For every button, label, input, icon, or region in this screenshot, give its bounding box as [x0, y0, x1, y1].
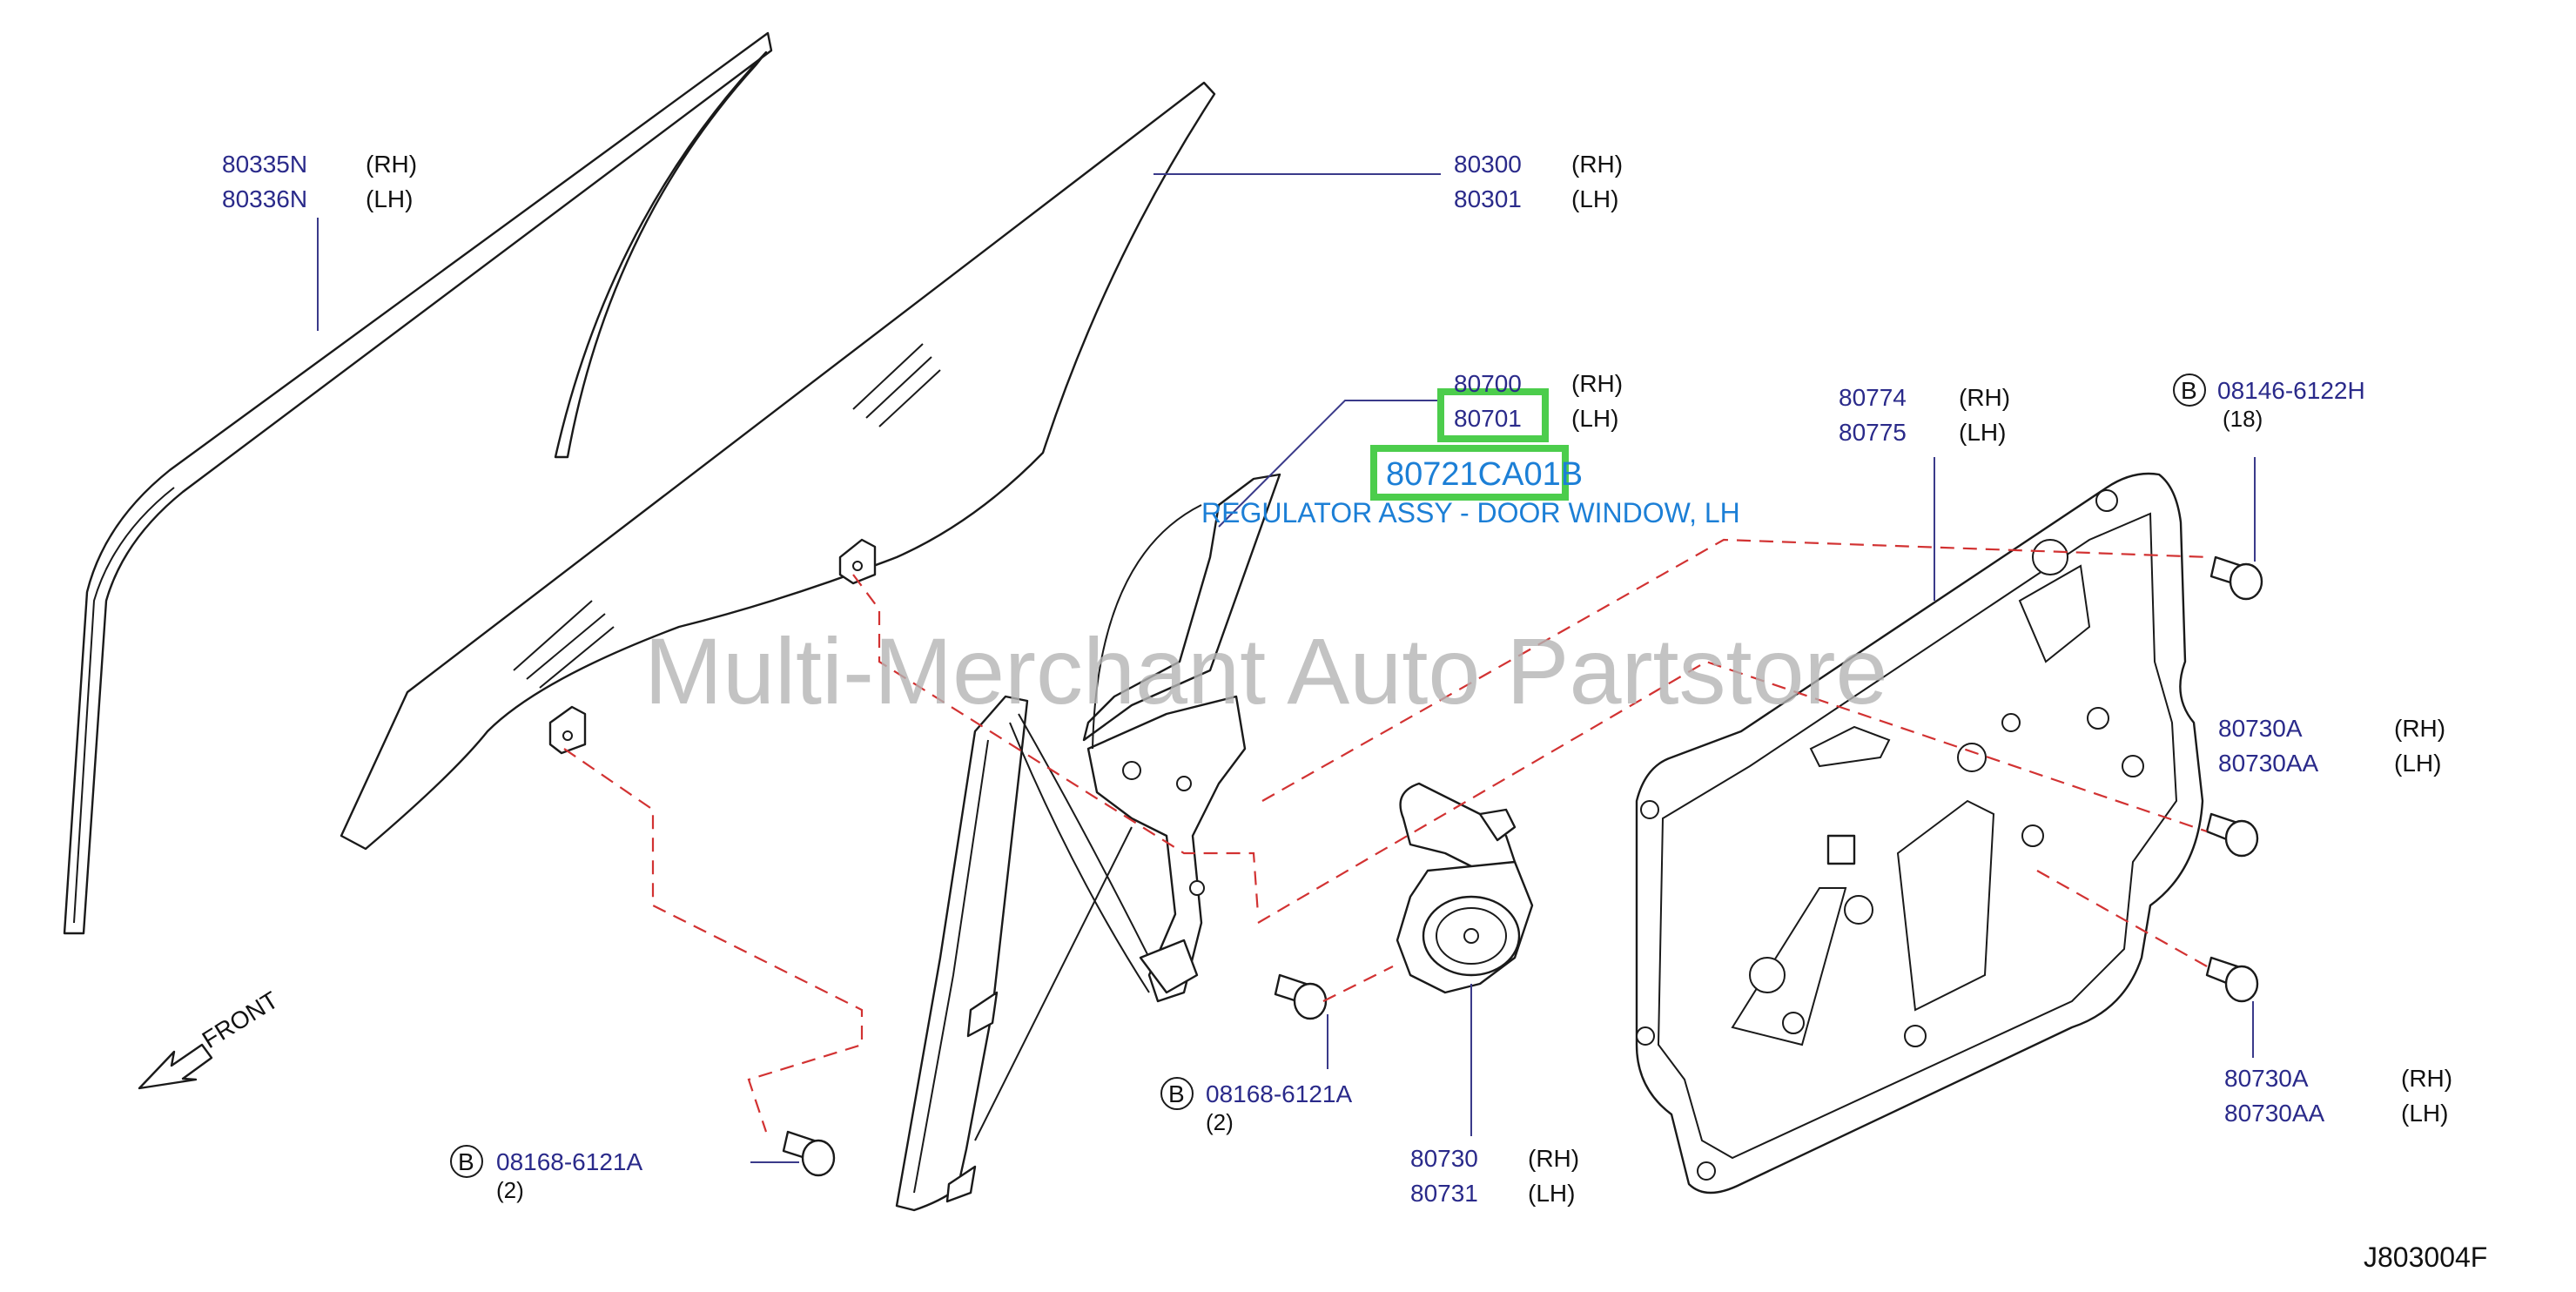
side-label: (LH)	[366, 185, 413, 212]
part-number-80730A[interactable]: 80730A	[2218, 715, 2303, 742]
highlight-box-part-number	[1370, 445, 1569, 501]
part-number-80731[interactable]: 80731	[1410, 1180, 1478, 1207]
badge-b-icon	[1160, 1077, 1194, 1110]
window-regulator	[895, 473, 1281, 1212]
bolt-mid	[1274, 973, 1328, 1020]
badge-letter: B	[458, 1148, 474, 1175]
part-number-80336N[interactable]: 80336N	[222, 185, 307, 212]
side-label: (LH)	[1571, 185, 1618, 212]
highlight-description: REGULATOR ASSY - DOOR WINDOW, LH	[1201, 497, 1740, 528]
highlight-part-number[interactable]: 80721CA01B	[1386, 456, 1583, 493]
side-label: (LH)	[2401, 1100, 2448, 1127]
part-number-80730AA[interactable]: 80730AA	[2224, 1100, 2325, 1127]
side-label: (RH)	[366, 151, 417, 178]
front-direction-arrow: FRONT	[138, 986, 283, 1090]
side-label: (RH)	[1528, 1145, 1579, 1172]
diagram-code: J803004F	[2364, 1242, 2487, 1273]
callout-screw-upper: 80730A (RH) 80730AA (LH)	[2218, 715, 2445, 777]
callout-panel: 80774 (RH) 80775 (LH)	[1839, 384, 2010, 446]
callout-regulator: 80700 (RH) 80701 (LH)	[1454, 370, 1623, 432]
front-label: FRONT	[198, 986, 283, 1053]
quantity-label: (2)	[1206, 1109, 1234, 1135]
side-label: (LH)	[1528, 1180, 1575, 1207]
callout-bolt-panel: B 08146-6122H (18)	[2173, 373, 2365, 432]
callout-bolt-mid: B 08168-6121A (2)	[1160, 1077, 1352, 1135]
side-label: (LH)	[2394, 750, 2441, 777]
part-number-80301[interactable]: 80301	[1454, 185, 1522, 212]
part-number-80775[interactable]: 80775	[1839, 419, 1907, 446]
part-number-80700[interactable]: 80700	[1454, 370, 1522, 397]
part-number-80300[interactable]: 80300	[1454, 151, 1522, 178]
door-module-panel	[1635, 472, 2204, 1194]
part-number-08146-6122H[interactable]: 08146-6122H	[2217, 377, 2365, 404]
quantity-label: (18)	[2223, 406, 2263, 432]
callout-glass: 80300 (RH) 80301 (LH)	[1454, 151, 1623, 212]
part-number-80335N[interactable]: 80335N	[222, 151, 307, 178]
side-label: (RH)	[2401, 1065, 2452, 1092]
callout-sash: 80335N (RH) 80336N (LH)	[222, 151, 417, 212]
part-number-80730AA[interactable]: 80730AA	[2218, 750, 2319, 777]
leader-lines	[317, 173, 2256, 1163]
callout-bolt-left: B 08168-6121A (2)	[450, 1145, 642, 1203]
assembly-dash-lines	[563, 538, 2212, 1133]
side-label: (RH)	[2394, 715, 2445, 742]
window-motor	[1396, 782, 1534, 994]
part-number-80774[interactable]: 80774	[1839, 384, 1907, 411]
part-number-08168-6121A[interactable]: 08168-6121A	[1206, 1080, 1352, 1107]
part-number-80730A[interactable]: 80730A	[2224, 1065, 2309, 1092]
highlight-box-80701	[1437, 388, 1549, 442]
side-label: (LH)	[1571, 405, 1618, 432]
callout-motor: 80730 (RH) 80731 (LH)	[1410, 1145, 1579, 1207]
side-label: (RH)	[1571, 151, 1623, 178]
window-sash-channel	[63, 31, 773, 935]
badge-b-icon	[450, 1145, 483, 1178]
badge-letter: B	[1168, 1080, 1185, 1107]
watermark: Multi-Merchant Auto Partstore	[644, 618, 1888, 723]
side-label: (RH)	[1571, 370, 1623, 397]
bolt-panel-top	[2209, 555, 2263, 601]
badge-b-icon	[2173, 373, 2206, 407]
badge-letter: B	[2181, 377, 2197, 404]
quantity-label: (2)	[496, 1177, 524, 1203]
side-label: (RH)	[1959, 384, 2010, 411]
part-number-08168-6121A[interactable]: 08168-6121A	[496, 1148, 642, 1175]
screw-lower	[2205, 956, 2259, 1003]
screw-upper	[2205, 812, 2259, 858]
bolt-left	[782, 1130, 836, 1177]
part-number-80701[interactable]: 80701	[1454, 405, 1522, 432]
door-glass	[340, 81, 1216, 851]
callout-screw-lower: 80730A (RH) 80730AA (LH)	[2224, 1065, 2452, 1127]
side-label: (LH)	[1959, 419, 2006, 446]
part-number-80730[interactable]: 80730	[1410, 1145, 1478, 1172]
